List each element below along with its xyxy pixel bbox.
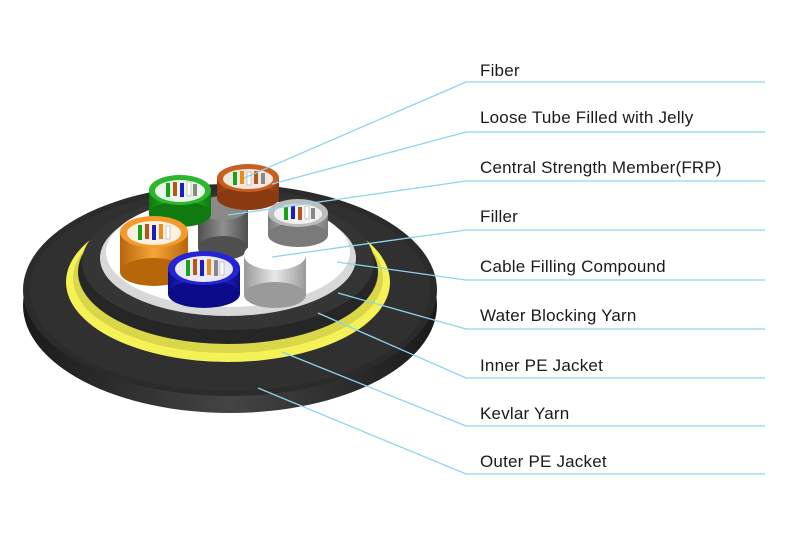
leader-line-central-strength-member — [227, 180, 765, 216]
label-water-blocking-yarn: Water Blocking Yarn — [480, 306, 637, 325]
label-inner-pe-jacket: Inner PE Jacket — [480, 356, 603, 375]
loose-tube-blue — [168, 251, 240, 308]
label-cable-filling-compound: Cable Filling Compound — [480, 257, 666, 276]
labels: Fiber Loose Tube Filled with Jelly Centr… — [480, 61, 722, 471]
leader-line-water-blocking-yarn — [337, 292, 765, 330]
loose-tube-brown — [217, 164, 279, 210]
label-kevlar-yarn: Kevlar Yarn — [480, 404, 569, 423]
leader-line-fiber — [243, 81, 765, 179]
fiber-bundle-blue — [186, 259, 225, 276]
label-fiber: Fiber — [480, 61, 520, 80]
leader-line-cable-filling-compound — [336, 261, 765, 281]
leader-line-loose-tube — [271, 131, 765, 185]
label-central-strength-member: Central Strength Member(FRP) — [480, 158, 722, 177]
loose-tube-grey — [268, 199, 328, 247]
filler — [244, 240, 306, 308]
label-outer-pe-jacket: Outer PE Jacket — [480, 452, 607, 471]
fiber-bundle-green — [166, 181, 197, 197]
fiber-bundle-grey — [284, 205, 315, 220]
fiber-bundle-orange — [138, 224, 171, 240]
leader-line-inner-pe-jacket — [317, 312, 765, 379]
leader-lines — [227, 81, 765, 475]
leader-line-kevlar-yarn — [281, 351, 765, 427]
fiber-bundle-brown — [233, 171, 265, 186]
label-filler: Filler — [480, 207, 518, 226]
leader-line-filler — [271, 229, 765, 258]
leader-line-outer-pe-jacket — [257, 387, 765, 475]
label-loose-tube: Loose Tube Filled with Jelly — [480, 108, 694, 127]
